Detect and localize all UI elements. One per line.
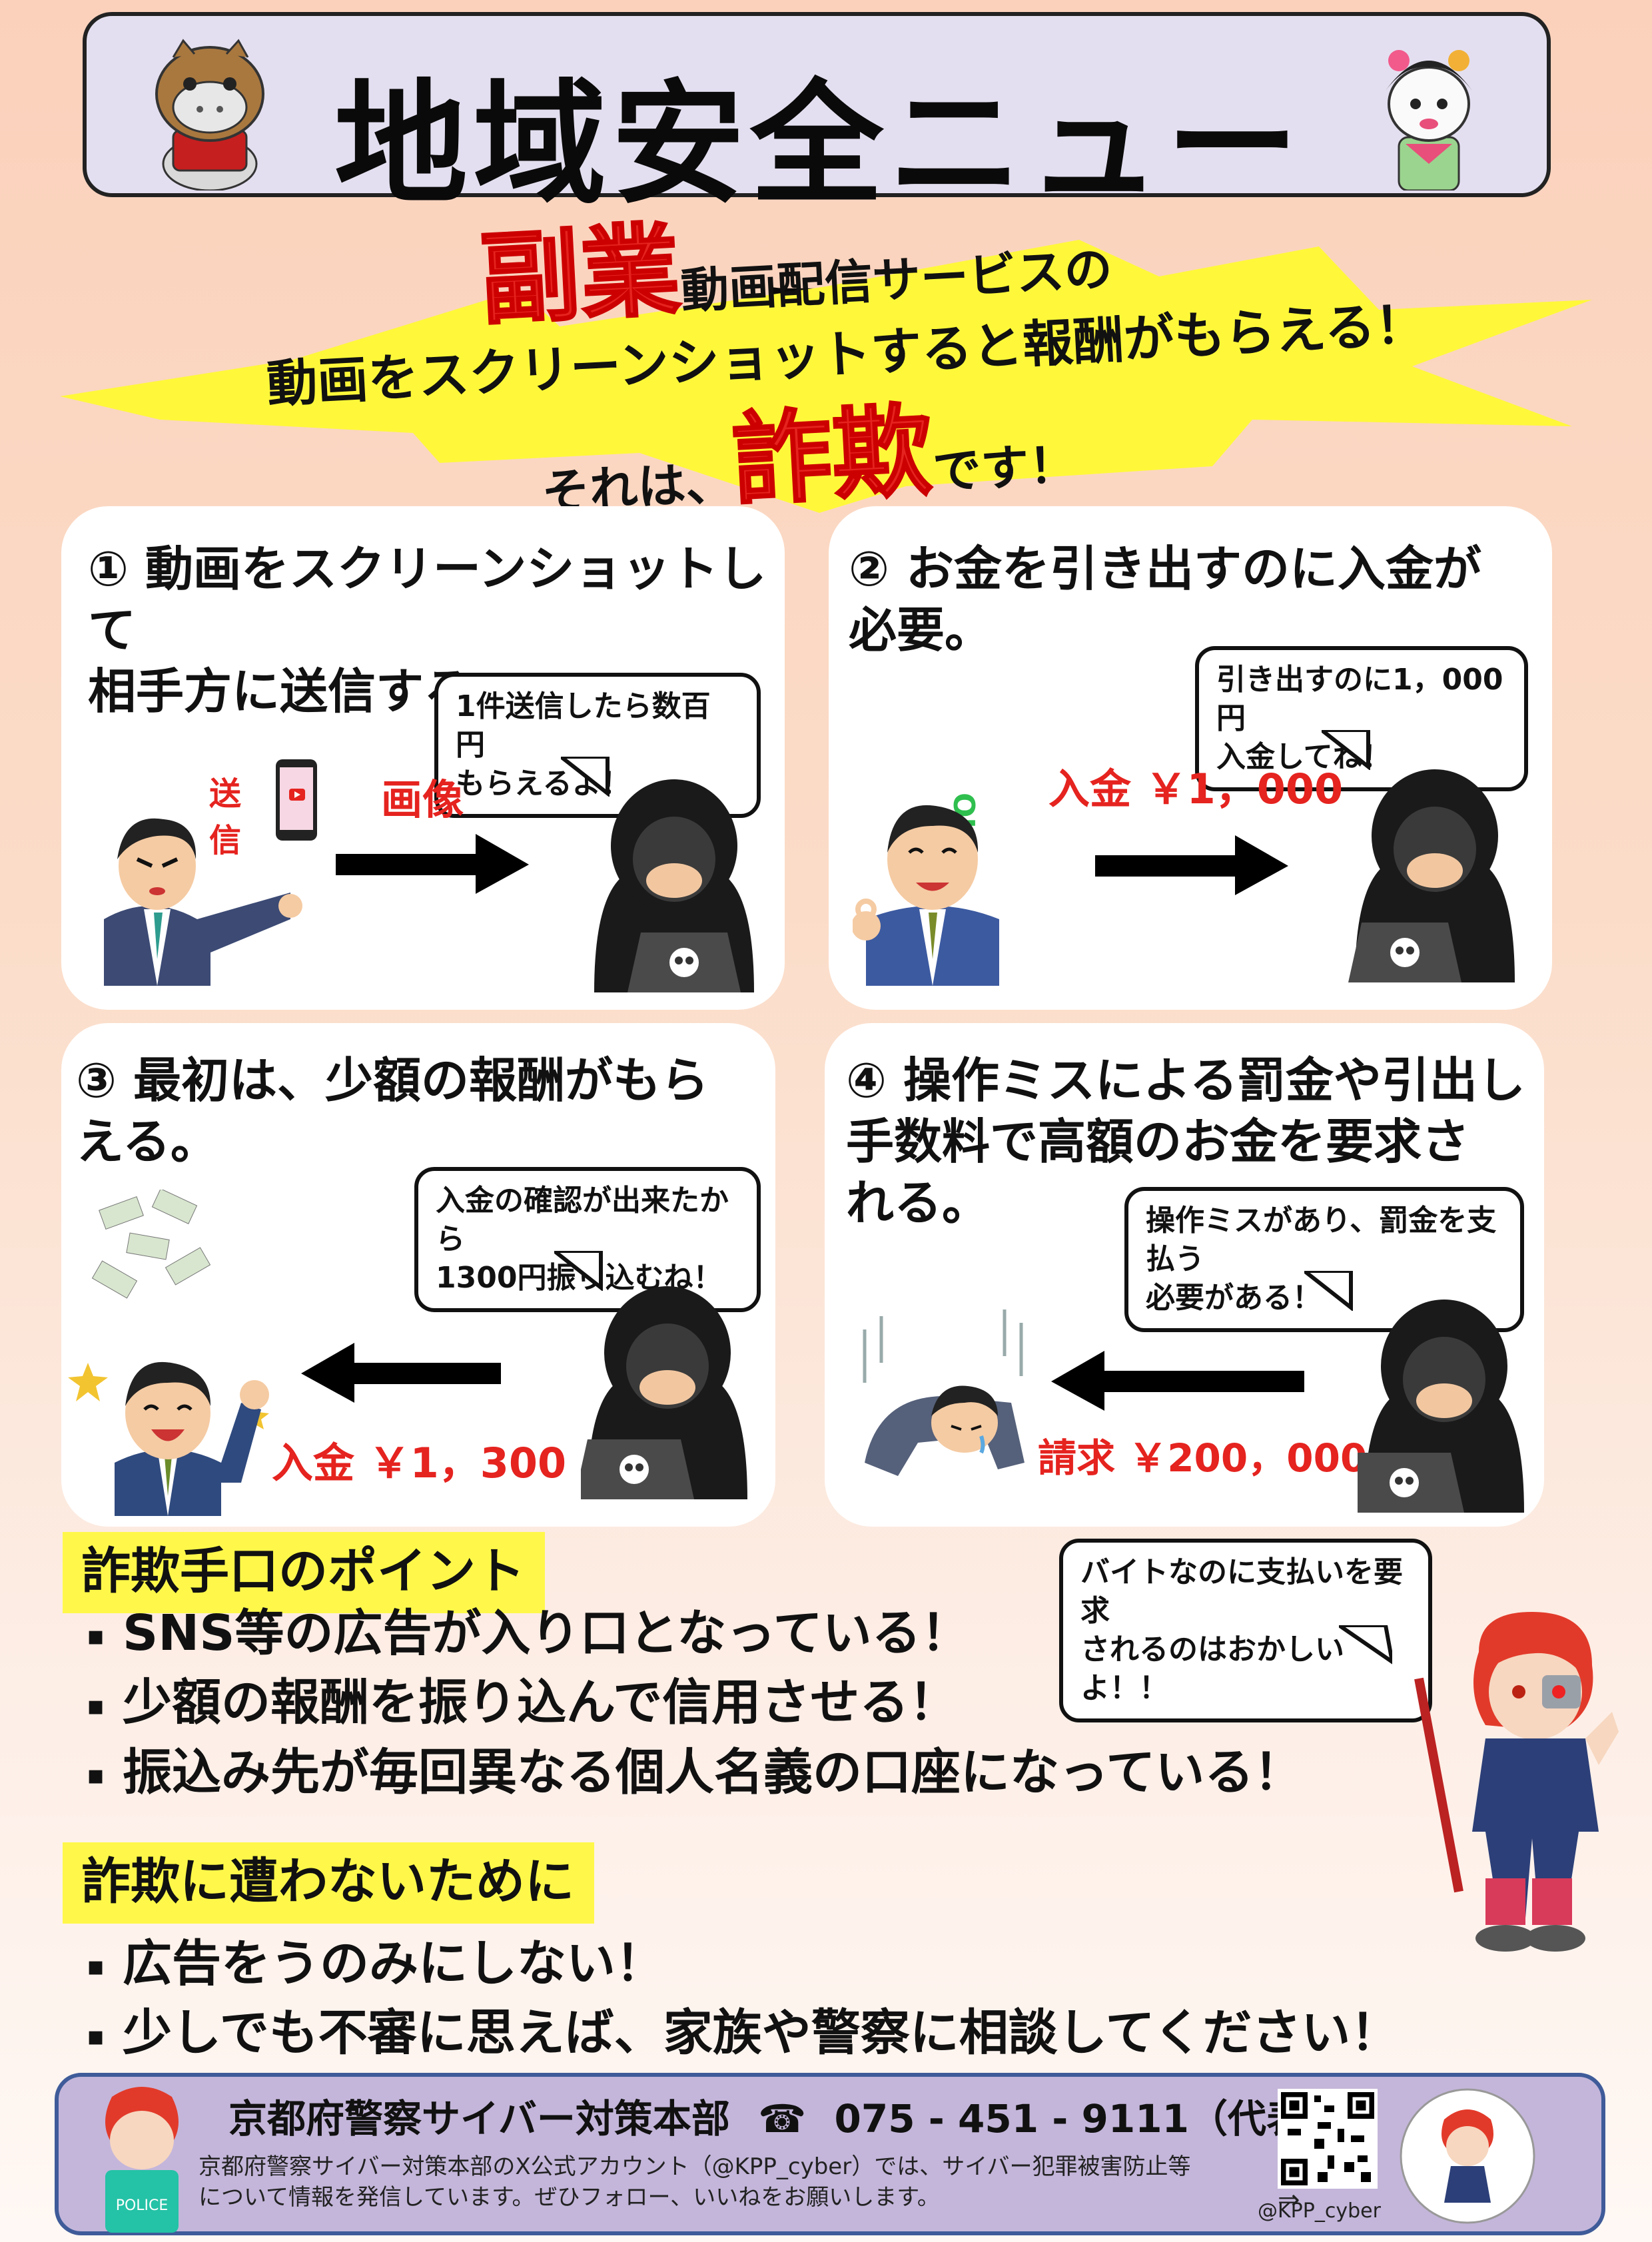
footer-org: 京都府警察サイバー対策本部 bbox=[228, 2096, 730, 2141]
arrow-right-icon: ⇒ bbox=[1278, 2185, 1300, 2215]
step-1-panel: ① 動画をスクリーンショットして 相手方に送信する。 1件送信したら数百円 もら… bbox=[61, 506, 785, 1010]
footer-phone: 075 - 451 - 9111（代表） bbox=[834, 2096, 1344, 2141]
points-heading: 詐欺手口のポイント bbox=[63, 1532, 545, 1613]
step-2-title: ② お金を引き出すのに入金が 必要。 bbox=[849, 541, 1482, 658]
bubble-tail-icon bbox=[1339, 1625, 1392, 1665]
mascot-avatar-icon bbox=[1400, 2088, 1535, 2224]
bullet-icon: ▪ bbox=[87, 1760, 105, 1791]
step-2-deposit-label: 入金 ￥1，000 bbox=[1048, 765, 1344, 813]
businessman-pointing-icon bbox=[104, 818, 302, 986]
prevent-heading: 詐欺に遭わないために bbox=[63, 1842, 594, 1924]
list-item: ▪ SNS等の広告が入り口となっている！ bbox=[63, 1600, 1461, 1669]
step-4-bubble: 操作ミスがあり、罰金を支払う 必要がある！ bbox=[1124, 1187, 1524, 1332]
samurai-mascot-icon bbox=[1414, 1612, 1619, 1952]
bullet-icon: ▪ bbox=[87, 1690, 105, 1721]
businessman-ok-icon bbox=[853, 805, 999, 986]
qr-code-icon[interactable] bbox=[1278, 2089, 1378, 2189]
prevent-text-1: 広告をうのみにしない！ bbox=[123, 1935, 665, 1992]
footer-description: 京都府警察サイバー対策本部のX公式アカウント（@KPP_cyber）では、サイバ… bbox=[199, 2151, 1300, 2215]
footer: POLICE 京都府警察サイバー対策本部 ☎ 075 - 451 - 9111（… bbox=[55, 2073, 1605, 2235]
arrow-right-icon bbox=[1095, 835, 1288, 895]
list-item: ▪ 少しでも不審に思えば、家族や警察に相談してください！ bbox=[63, 2000, 1495, 2069]
bubble-tail-icon bbox=[561, 757, 610, 797]
hacker-laptop-icon bbox=[1358, 1300, 1524, 1513]
police-label: POLICE bbox=[116, 2197, 169, 2214]
step-2-bubble: 引き出すのに1，000円 入金してね！ bbox=[1195, 646, 1528, 791]
headline-burst bbox=[60, 240, 1592, 513]
businessman-cheering-icon bbox=[68, 1361, 269, 1516]
footer-handle[interactable]: @KPP_cyber bbox=[1258, 2199, 1381, 2223]
horse-mascot-icon bbox=[155, 39, 264, 190]
bullet-icon: ▪ bbox=[87, 2020, 105, 2052]
headline-desu: です！ bbox=[931, 436, 1078, 500]
police-mascot-icon: POLICE bbox=[105, 2087, 179, 2233]
hacker-laptop-icon bbox=[594, 779, 754, 992]
bullet-icon: ▪ bbox=[87, 1621, 105, 1652]
point-text-2: 少額の報酬を振り込んで信用させる！ bbox=[123, 1674, 959, 1732]
step-3-panel: ③ 最初は、少額の報酬がもら える。 入金の確認が出来たから 1300円振り込む… bbox=[61, 1023, 775, 1527]
prevent-text-2: 少しでも不審に思えば、家族や警察に相談してください！ bbox=[123, 2004, 1400, 2062]
header-banner: 地域安全ニュース bbox=[83, 12, 1551, 416]
arrow-left-icon bbox=[301, 1343, 501, 1403]
step-3-title: ③ 最初は、少額の報酬がもら える。 bbox=[76, 1052, 709, 1170]
footer-desc-text: 京都府警察サイバー対策本部のX公式アカウント（@KPP_cyber）では、サイバ… bbox=[199, 2153, 1191, 2211]
step-4-title: ④ 操作ミスによる罰金や引出し 手数料で高額のお金を要求さ れる。 bbox=[846, 1052, 1525, 1231]
arrow-right-icon bbox=[336, 834, 529, 894]
bubble-tail-icon bbox=[554, 1251, 603, 1291]
step-3-deposit-label: 入金 ￥1，300 bbox=[272, 1439, 567, 1487]
point-text-3: 振込み先が毎回異なる個人名義の口座になっている！ bbox=[123, 1743, 1304, 1801]
step-4-panel: ④ 操作ミスによる罰金や引出し 手数料で高額のお金を要求さ れる。 操作ミスがあ… bbox=[825, 1023, 1544, 1527]
list-item: ▪ 広告をうのみにしない！ bbox=[63, 1930, 1495, 2000]
step-1-send-label-1: 送 bbox=[209, 775, 242, 813]
headline-fraud: 詐欺 bbox=[728, 392, 936, 520]
step-1-send-label-2: 信 bbox=[209, 822, 242, 859]
step-4-demand-label: 請求 ￥200，000 bbox=[1038, 1435, 1368, 1481]
headline-sidejob: 副業 bbox=[476, 212, 684, 340]
maiko-mascot-icon bbox=[1386, 50, 1472, 190]
smartphone-icon bbox=[276, 759, 317, 841]
kneeling-man-icon bbox=[863, 1309, 1025, 1476]
bullet-icon: ▪ bbox=[87, 1951, 105, 1982]
money-shower-icon bbox=[91, 1190, 211, 1299]
phone-icon: ☎ bbox=[758, 2096, 807, 2141]
hacker-laptop-icon bbox=[1348, 769, 1515, 982]
bubble-tail-icon bbox=[1322, 730, 1370, 770]
arrow-left-icon bbox=[1051, 1351, 1304, 1411]
prevent-list: ▪ 広告をうのみにしない！ ▪ 少しでも不審に思えば、家族や警察に相談してください！ bbox=[63, 1930, 1495, 2069]
list-item: ▪ 少額の報酬を振り込んで信用させる！ bbox=[63, 1669, 1461, 1738]
point-text-1: SNS等の広告が入り口となっている！ bbox=[123, 1605, 971, 1662]
step-2-panel: ② お金を引き出すのに入金が 必要。 引き出すのに1，000円 入金してね！ 入… bbox=[829, 506, 1552, 1010]
hacker-laptop-icon bbox=[581, 1286, 747, 1499]
step-3-bubble: 入金の確認が出来たから 1300円振り込むね！ bbox=[414, 1167, 761, 1312]
list-item: ▪ 振込み先が毎回異なる個人名義の口座になっている！ bbox=[63, 1739, 1461, 1808]
points-list: ▪ SNS等の広告が入り口となっている！ ▪ 少額の報酬を振り込んで信用させる！ ▪… bbox=[63, 1600, 1461, 1808]
bubble-tail-icon bbox=[1304, 1271, 1353, 1311]
footer-org-line: 京都府警察サイバー対策本部 ☎ 075 - 451 - 9111（代表） bbox=[228, 2087, 1344, 2143]
step-1-image-label: 画像 bbox=[381, 775, 464, 824]
